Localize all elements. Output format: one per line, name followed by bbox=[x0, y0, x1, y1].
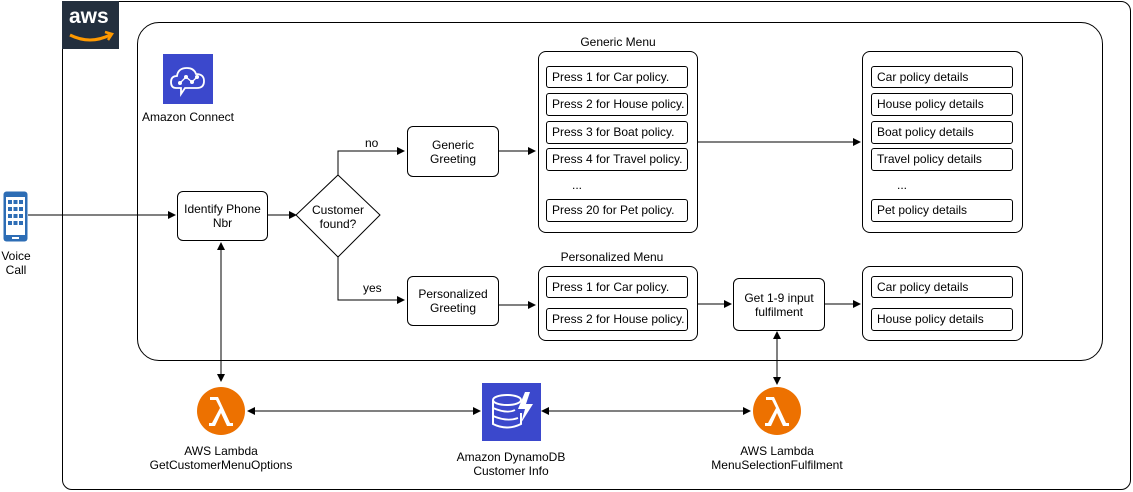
aws-logo-text: aws bbox=[69, 5, 109, 28]
identify-line2: Nbr bbox=[212, 216, 233, 230]
get-input-box: Get 1-9 input fulfilment bbox=[733, 278, 825, 331]
lambda-left-line1: AWS Lambda bbox=[184, 444, 258, 458]
policy-details-item: Boat policy details bbox=[871, 121, 1013, 144]
yes-branch-label: yes bbox=[363, 281, 382, 295]
decision-diamond bbox=[295, 174, 381, 258]
decision-label: Customer found? bbox=[301, 203, 375, 231]
aws-logo: aws bbox=[62, 1, 119, 49]
dynamodb-label: Amazon DynamoDB Customer Info bbox=[431, 450, 591, 478]
lambda-right-line1: AWS Lambda bbox=[740, 444, 814, 458]
lambda-right-line2: MenuSelectionFulfilment bbox=[711, 458, 843, 472]
amazon-connect-label: Amazon Connect bbox=[141, 110, 235, 124]
policy-details-item: Car policy details bbox=[871, 276, 1013, 298]
amazon-connect-icon bbox=[163, 54, 213, 104]
dynamodb-icon bbox=[482, 383, 541, 441]
policy-details-item: House policy details bbox=[871, 308, 1013, 331]
lambda-left-line2: GetCustomerMenuOptions bbox=[149, 458, 293, 472]
personalized-greeting-box: Personalized Greeting bbox=[407, 276, 499, 326]
aws-smile-icon bbox=[69, 30, 114, 42]
personalized-greeting-line2: Greeting bbox=[429, 301, 477, 315]
generic-menu-item: Press 3 for Boat policy. bbox=[546, 121, 688, 144]
policy-details-item: Travel policy details bbox=[871, 148, 1013, 171]
lambda-icon bbox=[197, 387, 245, 435]
policy-details-item: Pet policy details bbox=[871, 199, 1013, 222]
generic-details-ellipsis: ... bbox=[897, 178, 908, 192]
get-input-line2: fulfilment bbox=[754, 304, 804, 319]
get-input-line1: Get 1-9 input bbox=[744, 290, 814, 305]
voice-call-label: Voice Call bbox=[0, 249, 32, 277]
generic-greeting-line2: Greeting bbox=[429, 151, 477, 166]
generic-menu-item: Press 4 for Travel policy. bbox=[546, 148, 688, 171]
generic-menu-ellipsis: ... bbox=[572, 178, 583, 192]
generic-greeting-line1: Generic bbox=[431, 137, 475, 152]
policy-details-item: House policy details bbox=[871, 93, 1013, 116]
generic-menu-item: Press 2 for House policy. bbox=[546, 93, 688, 116]
lambda-right-label: AWS Lambda MenuSelectionFulfilment bbox=[697, 444, 857, 472]
personalized-menu-title: Personalized Menu bbox=[560, 250, 664, 264]
identify-line1: Identify Phone bbox=[184, 202, 261, 216]
no-branch-label: no bbox=[365, 136, 379, 150]
lambda-icon bbox=[753, 387, 801, 435]
generic-greeting-box: Generic Greeting bbox=[407, 126, 499, 177]
dynamodb-line2: Customer Info bbox=[473, 464, 549, 478]
personalized-menu-item: Press 1 for Car policy. bbox=[546, 276, 688, 298]
personalized-menu-item: Press 2 for House policy. bbox=[546, 308, 688, 331]
lambda-left-label: AWS Lambda GetCustomerMenuOptions bbox=[141, 444, 301, 472]
mobile-phone-icon bbox=[3, 191, 28, 242]
amazon-connect-frame bbox=[137, 22, 1103, 361]
generic-menu-item: Press 20 for Pet policy. bbox=[546, 199, 688, 222]
policy-details-item: Car policy details bbox=[871, 66, 1013, 88]
voice-call-line1: Voice bbox=[1, 249, 31, 263]
personalized-greeting-line1: Personalized bbox=[418, 287, 488, 301]
generic-menu-item: Press 1 for Car policy. bbox=[546, 66, 688, 88]
dynamodb-line1: Amazon DynamoDB bbox=[456, 450, 566, 464]
decision-line1: Customer bbox=[311, 203, 364, 217]
generic-menu-title: Generic Menu bbox=[580, 35, 656, 49]
decision-line2: found? bbox=[319, 217, 357, 231]
identify-phone-box: Identify Phone Nbr bbox=[177, 191, 268, 241]
aws-cloud-frame bbox=[62, 1, 1131, 490]
voice-call-line2: Call bbox=[5, 263, 27, 277]
